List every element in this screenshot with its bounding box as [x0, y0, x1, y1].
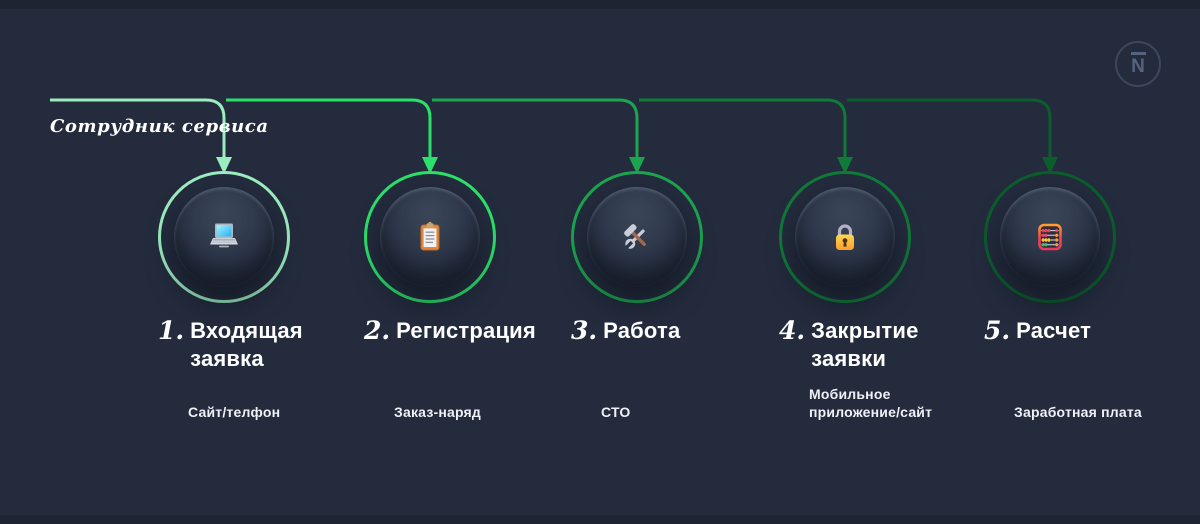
- step-ring: [779, 171, 911, 303]
- step-heading: 5. Расчет: [984, 317, 1184, 345]
- step-sublabel: Мобильное приложение/сайт: [809, 386, 933, 420]
- step-sublabel: Заказ-наряд: [394, 404, 482, 420]
- step-disc: [587, 187, 687, 287]
- step-title: Регистрация: [396, 318, 536, 343]
- step-3: 3. Работа СТО: [571, 171, 771, 420]
- step-sublabel: Заработная плата: [1014, 404, 1142, 420]
- bottom-edge-strip: [0, 515, 1200, 524]
- step-heading: 4. Закрытие заявки: [779, 317, 979, 373]
- step-sublabel: СТО: [601, 404, 631, 420]
- step-disc: [380, 187, 480, 287]
- step-ring: [158, 171, 290, 303]
- step-disc: [795, 187, 895, 287]
- arrowhead-3: [629, 157, 645, 174]
- flow-connector: [50, 98, 1058, 174]
- step-title: Закрытие заявки: [811, 318, 919, 371]
- arrowhead-4: [837, 157, 853, 174]
- step-heading: 2. Регистрация: [364, 317, 564, 345]
- company-logo: N: [1115, 41, 1161, 87]
- logo-letter: N: [1131, 56, 1145, 77]
- step-5: 5. Расчет Заработная плата: [984, 171, 1184, 420]
- step-number: 3.: [571, 316, 598, 345]
- arrowhead-2: [422, 157, 438, 174]
- flow-label: Сотрудник сервиса: [50, 116, 269, 137]
- arrowhead-1: [216, 157, 232, 174]
- step-4: 4. Закрытие заявки Мобильное приложение/…: [779, 171, 979, 420]
- top-edge-strip: [0, 0, 1200, 9]
- connector-path-1: [50, 98, 226, 158]
- step-ring: [571, 171, 703, 303]
- step-heading: 3. Работа: [571, 317, 771, 345]
- step-title: Расчет: [1016, 318, 1092, 343]
- connector-path-4: [639, 98, 847, 158]
- tools-icon: [624, 224, 646, 249]
- abacus-icon: [1038, 223, 1062, 251]
- step-title: Работа: [603, 318, 681, 343]
- logo-bar: [1130, 52, 1146, 55]
- step-title: Входящая заявка: [190, 318, 303, 371]
- arrowhead-5: [1042, 157, 1058, 174]
- step-disc: [1000, 187, 1100, 287]
- step-ring: [364, 171, 496, 303]
- step-1: 1. Входящая заявка Сайт/телфон: [158, 171, 358, 420]
- step-ring: [984, 171, 1116, 303]
- step-number: 2.: [364, 316, 391, 345]
- step-heading: 1. Входящая заявка: [158, 317, 358, 373]
- connector-path-2: [226, 98, 432, 158]
- step-sublabel: Сайт/телфон: [188, 404, 281, 420]
- step-number: 5.: [984, 316, 1011, 345]
- connector-path-3: [432, 98, 639, 158]
- step-number: 4.: [779, 316, 806, 345]
- step-2: 2. Регистрация Заказ-наряд: [364, 171, 564, 420]
- step-disc: [174, 187, 274, 287]
- lock-icon: [836, 224, 854, 250]
- clipboard-icon: [420, 221, 440, 251]
- connector-path-5: [847, 98, 1052, 158]
- step-number: 1.: [158, 316, 185, 345]
- laptop-icon: [210, 223, 238, 248]
